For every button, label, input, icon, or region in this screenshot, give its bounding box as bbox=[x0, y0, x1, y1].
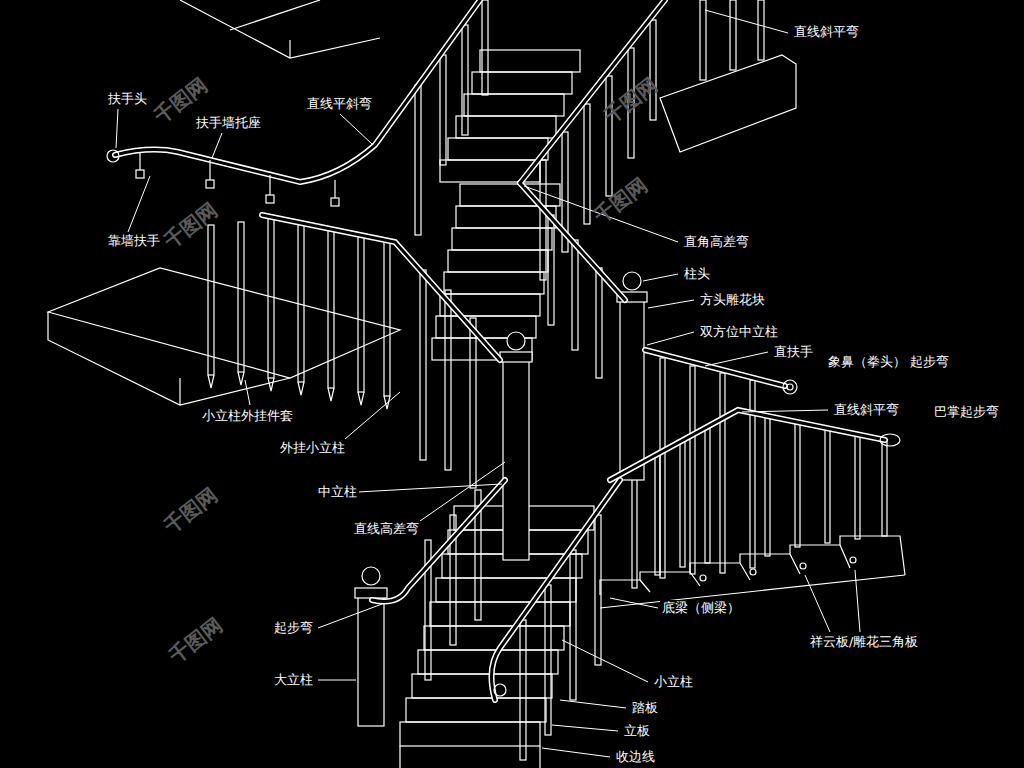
part-label: 立板 bbox=[622, 723, 652, 739]
part-label: 中立柱 bbox=[316, 484, 359, 500]
watermark: 千图网 bbox=[600, 73, 661, 127]
part-label: 直线斜平弯 bbox=[832, 402, 901, 418]
watermark: 千图网 bbox=[165, 613, 226, 667]
part-label: 直线斜平弯 bbox=[792, 24, 861, 40]
part-label: 底梁（侧梁） bbox=[660, 600, 742, 616]
part-label: 小立柱 bbox=[652, 674, 695, 690]
part-label: 直扶手 bbox=[772, 344, 815, 360]
part-label: 大立柱 bbox=[272, 672, 315, 688]
watermark: 千图网 bbox=[590, 173, 651, 227]
part-label: 小立柱外挂件套 bbox=[200, 408, 295, 424]
part-label: 直线平斜弯 bbox=[305, 96, 374, 112]
part-label: 踏板 bbox=[630, 700, 660, 716]
part-label: 直线高差弯 bbox=[352, 521, 421, 537]
part-label: 象鼻（拳头） 起步弯 bbox=[826, 354, 951, 370]
part-label: 祥云板/雕花三角板 bbox=[808, 634, 920, 650]
part-label: 扶手头 bbox=[106, 91, 149, 107]
watermark: 千图网 bbox=[160, 483, 221, 537]
part-label: 方头雕花块 bbox=[698, 292, 767, 308]
part-label: 柱头 bbox=[682, 266, 712, 282]
part-label: 巴掌起步弯 bbox=[932, 404, 1001, 420]
part-label: 双方位中立柱 bbox=[698, 324, 780, 340]
part-label: 起步弯 bbox=[272, 620, 315, 636]
part-label: 收边线 bbox=[614, 749, 657, 765]
part-label: 外挂小立柱 bbox=[278, 440, 347, 456]
part-label: 扶手墙托座 bbox=[194, 115, 263, 131]
part-label: 靠墙扶手 bbox=[106, 233, 162, 249]
part-label: 直角高差弯 bbox=[682, 234, 751, 250]
